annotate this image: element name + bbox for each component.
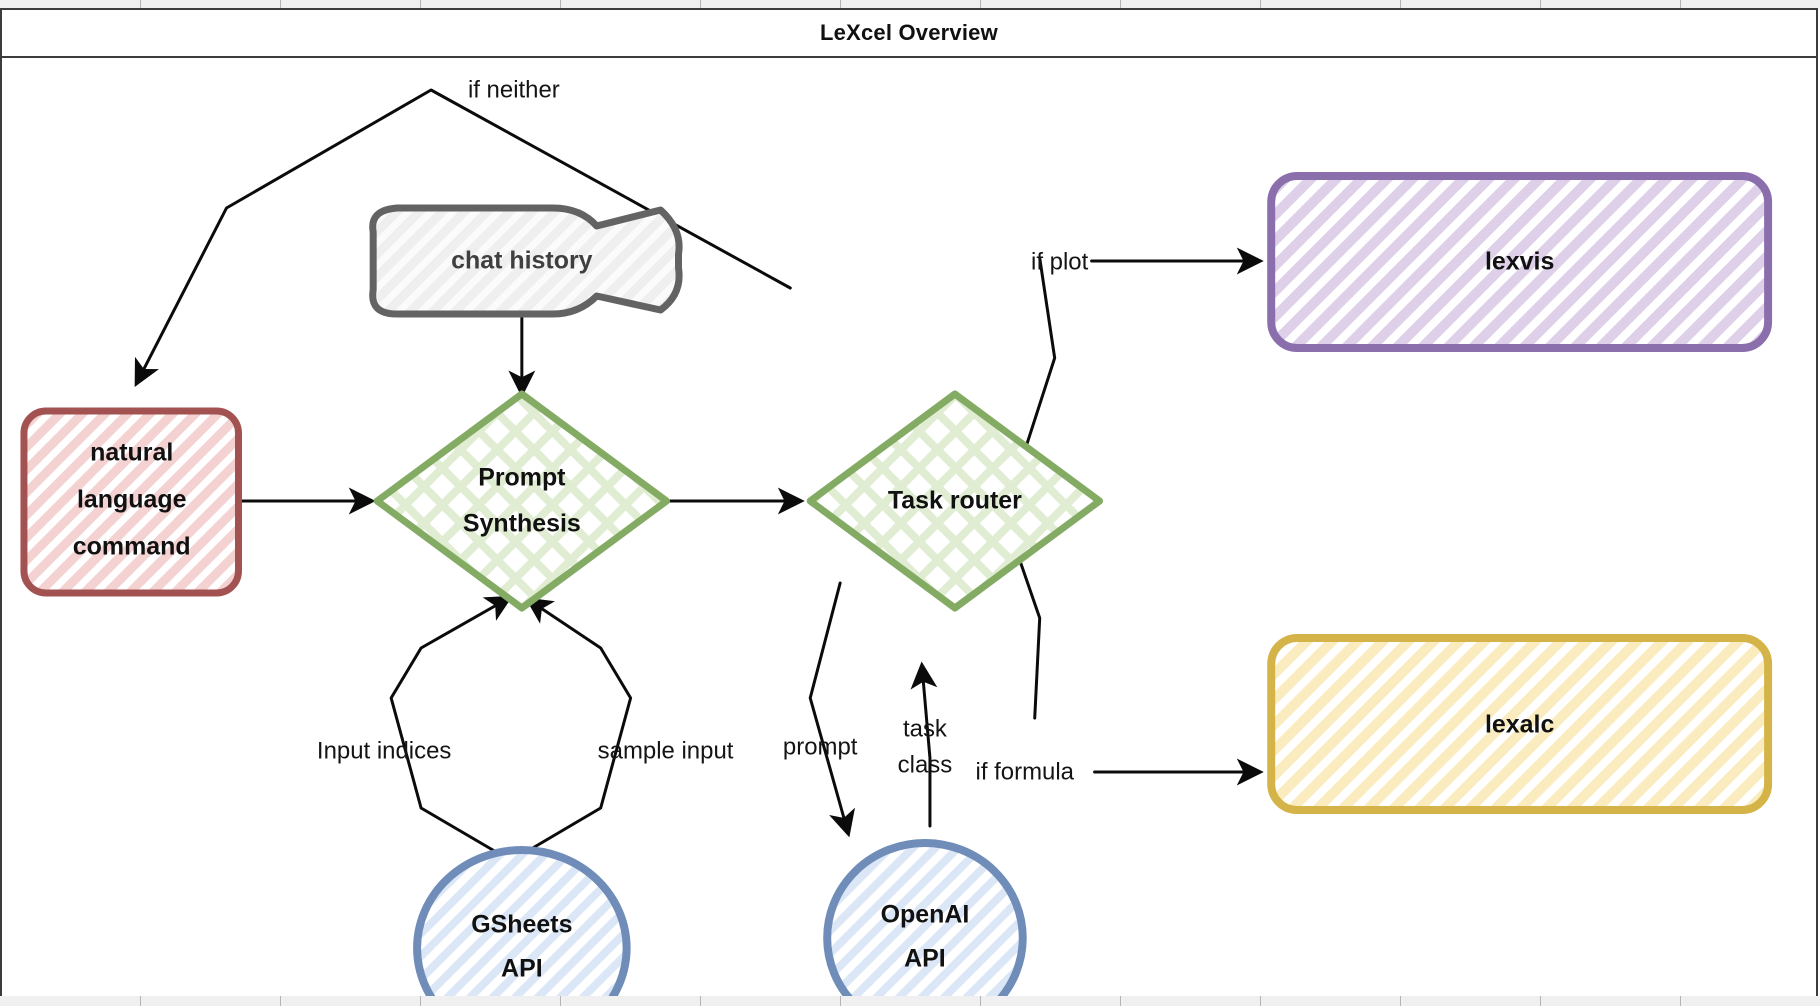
edge-label-prompt: prompt <box>783 733 858 760</box>
window-frame: LeXcel Overview <box>0 8 1818 998</box>
edge-input-indices: Input indices <box>317 595 513 855</box>
node-gsheets-api[interactable]: GSheets API <box>413 846 631 996</box>
node-nlc-label-3: command <box>73 533 191 561</box>
ruler-tick <box>1680 996 1681 1006</box>
edge-input-indices-path <box>389 595 513 855</box>
node-task-router[interactable]: Task router <box>806 390 1104 612</box>
diagram-canvas: if neither Input indices <box>2 58 1816 996</box>
node-openai-api-shape <box>823 839 1027 996</box>
page-title: LeXcel Overview <box>820 20 998 45</box>
edge-label-sample-input: sample input <box>598 737 734 764</box>
ruler-tick <box>140 996 141 1006</box>
ruler-tick <box>840 996 841 1006</box>
edge-label-task-class-line2: class <box>898 751 953 778</box>
node-prompt-synthesis-label-2: Synthesis <box>463 510 581 538</box>
node-gsheets-api-shape <box>413 846 631 996</box>
edge-task-class: task class <box>898 661 953 828</box>
node-chat-history-shape <box>369 204 683 318</box>
flowchart-svg: if neither Input indices <box>20 76 1773 996</box>
node-nlc-shape <box>20 407 242 597</box>
edge-sample-input-path <box>519 597 633 857</box>
node-gsheets-api-label-2: API <box>501 955 543 983</box>
ruler-tick <box>280 0 281 10</box>
ruler-tick <box>560 996 561 1006</box>
node-openai-api-label-1: OpenAI <box>881 901 970 929</box>
ruler-tick <box>1400 996 1401 1006</box>
edge-if-neither: if neither <box>134 76 792 388</box>
ruler-bottom <box>0 996 1820 1006</box>
node-task-router-shape <box>806 390 1104 612</box>
edge-prompt-out-path <box>808 581 856 838</box>
edge-if-neither-path <box>134 88 792 388</box>
ruler-tick <box>1260 996 1261 1006</box>
edge-task-class-path <box>910 661 938 828</box>
edge-label-if-formula: if formula <box>976 758 1075 785</box>
node-prompt-synthesis-shape <box>373 390 671 612</box>
ruler-tick <box>560 0 561 10</box>
ruler-tick <box>1540 996 1541 1006</box>
ruler-tick <box>1120 0 1121 10</box>
ruler-tick <box>1680 0 1681 10</box>
ruler-tick <box>1400 0 1401 10</box>
node-lexalc-shape <box>1267 634 1773 814</box>
window-titlebar: LeXcel Overview <box>2 10 1816 58</box>
edge-label-if-neither: if neither <box>468 76 560 103</box>
node-openai-api[interactable]: OpenAI API <box>823 839 1027 996</box>
ruler-tick <box>1120 996 1121 1006</box>
node-nlc-label-2: language <box>77 486 187 514</box>
node-prompt-synthesis-label-1: Prompt <box>478 464 566 492</box>
node-lexvis-label: lexvis <box>1485 248 1554 276</box>
ruler-tick <box>700 0 701 10</box>
node-lexvis-shape <box>1267 172 1773 352</box>
ruler-tick <box>280 996 281 1006</box>
node-task-router-label: Task router <box>888 487 1022 515</box>
node-gsheets-api-label-1: GSheets <box>471 911 572 939</box>
node-chat-history-label: chat history <box>451 247 592 275</box>
edge-label-task-class-line1: task <box>903 715 948 742</box>
ruler-tick <box>700 996 701 1006</box>
ruler-top <box>0 0 1820 10</box>
node-openai-api-label-2: API <box>904 945 946 973</box>
ruler-tick <box>140 0 141 10</box>
ruler-tick <box>1260 0 1261 10</box>
ruler-tick <box>980 0 981 10</box>
ruler-tick <box>1540 0 1541 10</box>
edge-label-if-plot: if plot <box>1031 248 1089 275</box>
node-lexalc[interactable]: lexalc <box>1267 634 1773 814</box>
ruler-tick <box>420 0 421 10</box>
ruler-tick <box>420 996 421 1006</box>
ruler-tick <box>980 996 981 1006</box>
node-prompt-synthesis[interactable]: Prompt Synthesis <box>373 390 671 612</box>
node-natural-language-command[interactable]: natural language command <box>20 407 242 597</box>
node-nlc-label-1: natural <box>90 439 173 467</box>
edge-prompt-out: prompt <box>783 581 858 838</box>
ruler-tick <box>840 0 841 10</box>
edge-label-input-indices: Input indices <box>317 737 451 764</box>
edge-sample-input: sample input <box>519 597 734 857</box>
node-lexvis[interactable]: lexvis <box>1267 172 1773 352</box>
node-chat-history[interactable]: chat history <box>369 204 683 318</box>
node-lexalc-label: lexalc <box>1485 711 1554 739</box>
